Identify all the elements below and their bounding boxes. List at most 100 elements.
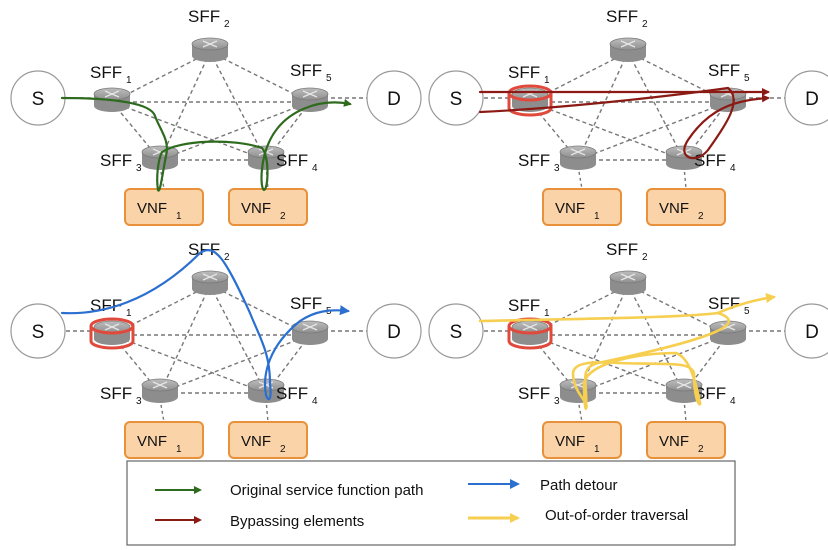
sff-1-router (507, 317, 553, 350)
dashed-link (209, 51, 267, 161)
sff-2-subscript: 2 (642, 19, 648, 30)
dashed-link (577, 398, 583, 423)
sff-4-subscript: 4 (730, 396, 736, 407)
sff-1-subscript: 1 (126, 308, 132, 319)
vnf-2-label: VNF (241, 200, 271, 217)
sff-5-router (709, 87, 747, 112)
dashed-link (265, 398, 269, 423)
traffic-path (478, 293, 776, 323)
sff-3-router (141, 378, 179, 403)
sff-4-router (665, 145, 703, 170)
compromised-ring-top (89, 317, 135, 335)
vnf-2-subscript: 2 (698, 211, 704, 222)
sff-3-router (559, 145, 597, 170)
sff-5-subscript: 5 (744, 306, 750, 317)
sff-3-label: SFF (518, 151, 550, 170)
source-label: S (32, 322, 45, 343)
dashed-link (627, 284, 685, 394)
source-label: S (450, 322, 463, 343)
sff-2-label: SFF (188, 7, 220, 26)
source-label: S (32, 89, 45, 110)
sff-2-label: SFF (188, 240, 220, 259)
sff-4-label: SFF (694, 151, 726, 170)
legend-box (126, 460, 736, 546)
vnf-2-box (228, 421, 308, 459)
router-arrows-icon (152, 381, 168, 389)
sff-4-label: SFF (276, 151, 308, 170)
vnf-1-label: VNF (137, 433, 167, 450)
router-arrows-icon (570, 148, 586, 156)
dashed-link (683, 334, 729, 394)
sff-5-router (291, 320, 329, 345)
sff-1-subscript: 1 (126, 75, 132, 86)
sff-2-label: SFF (606, 240, 638, 259)
dashed-link (683, 398, 687, 423)
sff-1-subscript: 1 (544, 75, 550, 86)
sff-1-subscript: 1 (544, 308, 550, 319)
sff-2-subscript: 2 (642, 252, 648, 263)
sff-3-label: SFF (100, 384, 132, 403)
router-arrows-icon (522, 323, 538, 331)
sff-5-subscript: 5 (326, 73, 332, 84)
destination-label: D (805, 89, 819, 110)
sff-2-label: SFF (606, 7, 638, 26)
sff-2-router (609, 37, 647, 62)
dashed-link (529, 334, 579, 394)
sff-3-subscript: 3 (554, 163, 560, 174)
dashed-link (627, 51, 685, 161)
traffic-path (60, 249, 350, 401)
traffic-path (60, 96, 352, 192)
dashed-link (683, 101, 729, 161)
dashed-link (111, 101, 161, 161)
sff-1-label: SFF (508, 63, 540, 82)
dashed-link (159, 284, 211, 394)
sff-3-subscript: 3 (554, 396, 560, 407)
source-node (10, 303, 66, 359)
dashed-link (111, 51, 211, 103)
legend: Original service function path Bypassing… (126, 460, 736, 546)
vnf-2-box (228, 188, 308, 226)
vnf-2-label: VNF (659, 433, 689, 450)
dashed-link (159, 398, 165, 423)
compromised-ring (89, 326, 135, 350)
source-node (428, 303, 484, 359)
vnf-2-box (646, 188, 726, 226)
legend-original-path-label: Original service function path (230, 482, 423, 499)
vnf-1-box (124, 421, 204, 459)
vnf-2-subscript: 2 (280, 444, 286, 455)
sff-1-label: SFF (90, 63, 122, 82)
vnf-2-subscript: 2 (698, 444, 704, 455)
traffic-path (571, 311, 731, 410)
router-arrows-icon (104, 323, 120, 331)
sff-2-router (609, 270, 647, 295)
destination-label: D (805, 322, 819, 343)
vnf-1-box (542, 421, 622, 459)
compromised-ring (507, 326, 553, 350)
router-arrows-icon (104, 90, 120, 98)
traffic-path (478, 86, 730, 114)
dashed-link (111, 334, 161, 394)
destination-node (784, 303, 828, 359)
vnf-2-subscript: 2 (280, 211, 286, 222)
dashed-link (529, 284, 629, 336)
sff-2-subscript: 2 (224, 19, 230, 30)
destination-label: D (387, 89, 401, 110)
sff-3-subscript: 3 (136, 163, 142, 174)
sff-4-subscript: 4 (730, 163, 736, 174)
legend-detour-label: Path detour (540, 477, 618, 494)
vnf-1-box (542, 188, 622, 226)
dashed-link (529, 101, 579, 161)
dashed-link (683, 165, 687, 190)
sff-2-router (191, 37, 229, 62)
sff-5-label: SFF (708, 61, 740, 80)
sff-1-label: SFF (508, 296, 540, 315)
sff-5-router (291, 87, 329, 112)
sff-5-subscript: 5 (744, 73, 750, 84)
sff-5-label: SFF (290, 294, 322, 313)
router-arrows-icon (620, 273, 636, 281)
